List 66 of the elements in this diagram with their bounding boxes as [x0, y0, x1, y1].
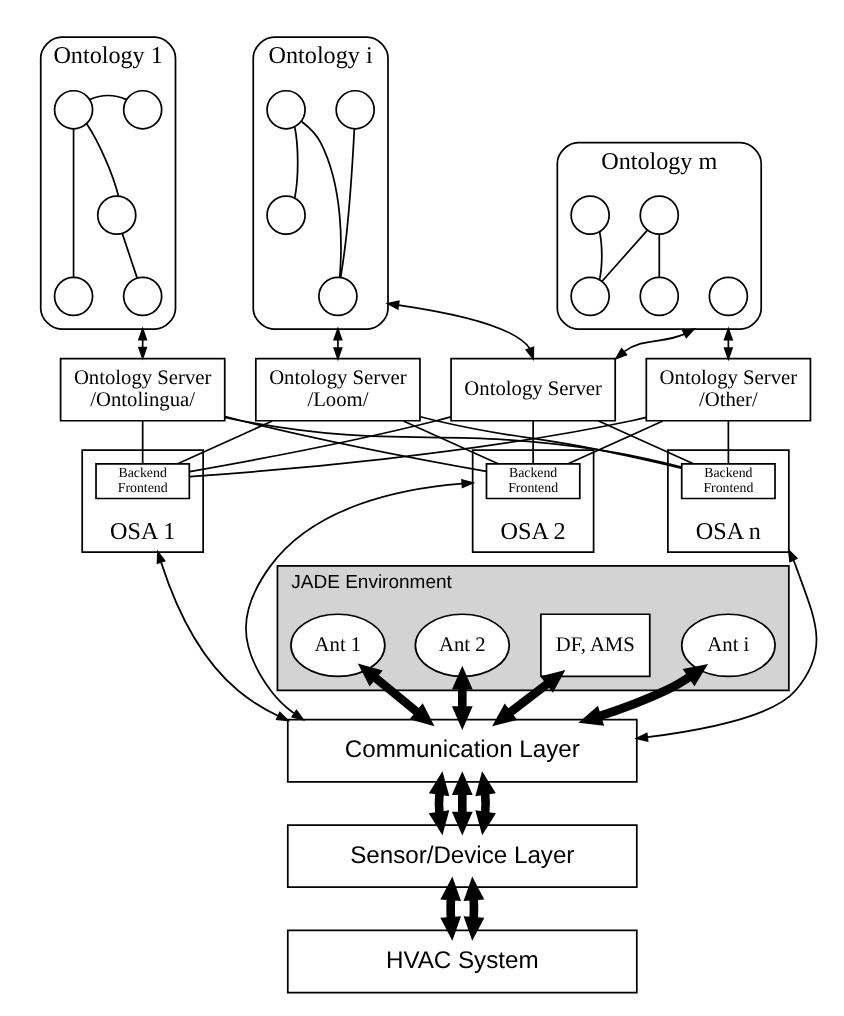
node-ellipse: Ant i: [680, 613, 776, 678]
arrow: [475, 771, 496, 836]
cluster: Ontology m: [556, 141, 763, 331]
connector: [85, 123, 120, 197]
node-circle: [318, 276, 358, 317]
node-circle: [570, 276, 611, 317]
arrow: [156, 549, 291, 722]
arrow: [451, 771, 473, 836]
connector: [301, 120, 342, 278]
arrow: [245, 478, 476, 721]
node-circle: [335, 89, 376, 130]
connector: [658, 234, 661, 279]
cluster: Ontology i: [252, 36, 389, 331]
node-circle: [639, 276, 680, 317]
node-box: HVAC System: [286, 929, 638, 994]
connector: [121, 232, 138, 279]
arrow: [634, 548, 818, 742]
connector: [339, 128, 356, 279]
node-circle: [708, 276, 749, 317]
connector: [88, 94, 127, 101]
node-circle: [53, 276, 94, 317]
arrow: [137, 326, 148, 361]
connector: [224, 416, 683, 468]
connector: [402, 420, 500, 465]
node-ellipse: Ant 2: [414, 613, 511, 678]
arrow: [578, 664, 709, 726]
connector: [224, 415, 488, 473]
arrow: [492, 670, 566, 727]
node-box: Sensor/Device Layer: [286, 824, 638, 889]
node-circle: [570, 195, 611, 235]
node-circle: [266, 89, 306, 130]
arrow: [357, 663, 435, 727]
connector: [598, 231, 603, 281]
node-circle: [122, 276, 163, 317]
node-ellipse: Ant 1: [290, 613, 386, 678]
connector: [597, 420, 695, 465]
arrow: [451, 665, 473, 731]
connector: [176, 420, 274, 465]
connector: [601, 229, 649, 283]
node-circle: [53, 89, 94, 130]
connector: [188, 416, 452, 473]
node-circle: [122, 89, 163, 130]
connector: [727, 420, 730, 465]
connector: [567, 420, 664, 465]
connector: [141, 420, 144, 465]
connector: [532, 420, 534, 465]
cluster: Ontology 1: [39, 36, 177, 331]
connector: [188, 416, 648, 478]
node-box: Communication Layer: [286, 718, 638, 783]
arrow: [463, 876, 485, 941]
connector: [72, 128, 75, 278]
arrow: [614, 327, 697, 361]
arrow: [333, 326, 343, 362]
arrow: [428, 771, 450, 836]
node-circle: [96, 195, 137, 235]
node-box: DF, AMS: [540, 613, 651, 678]
connector: [419, 415, 682, 469]
node-circle: [639, 195, 680, 235]
node-box: Ontology Server: [450, 357, 617, 422]
connector: [293, 126, 299, 199]
node-box: Ontology Server /Ontolingua/: [59, 357, 226, 422]
arrow: [440, 876, 462, 941]
arrow: [385, 300, 535, 362]
node-box: Ontology Server /Other/: [645, 357, 812, 422]
node-circle: [266, 195, 306, 235]
node-box: Ontology Server /Loom/: [254, 357, 421, 422]
